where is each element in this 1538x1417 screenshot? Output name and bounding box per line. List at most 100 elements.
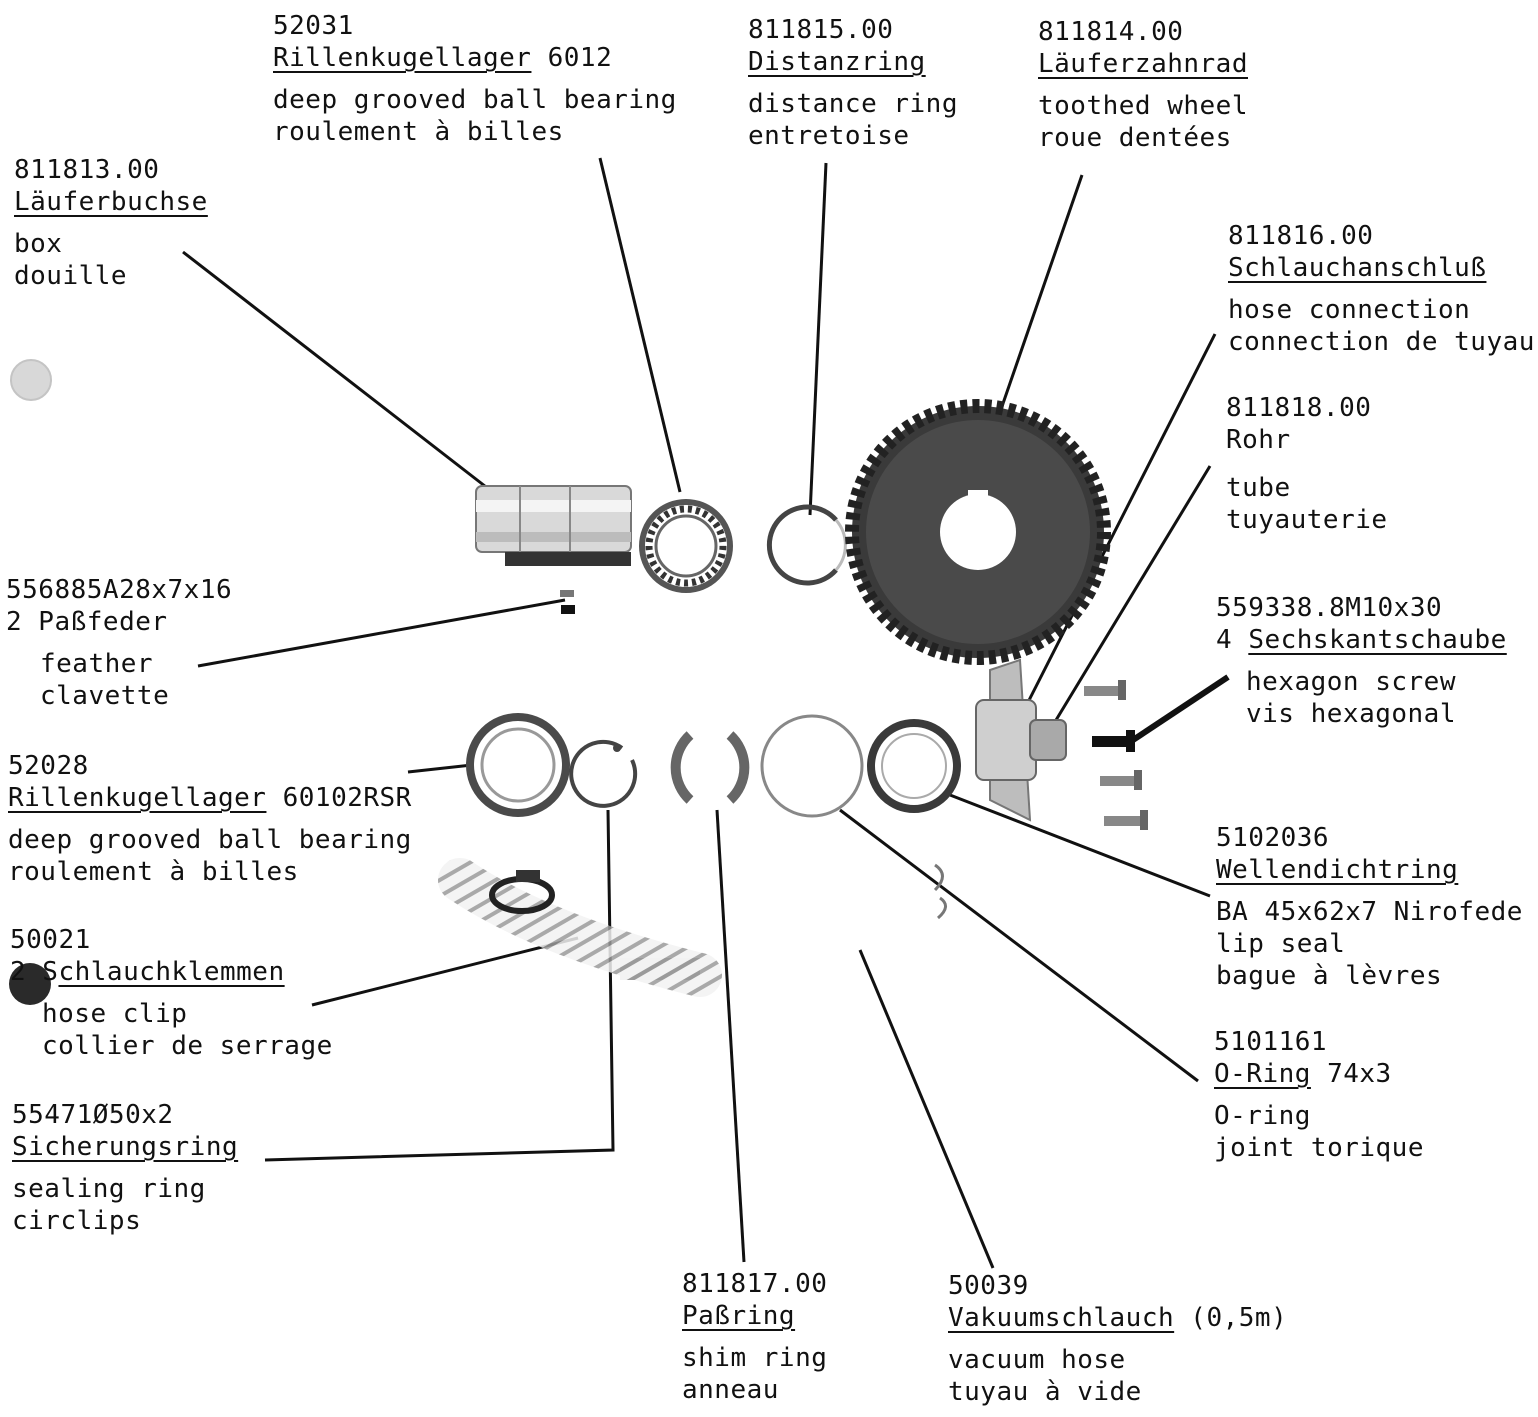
part-name: Läuferzahnrad (1038, 49, 1248, 79)
leader-lines (182, 157, 1230, 1269)
part-name: Paßring (682, 1301, 796, 1331)
part-number: 811813.00 (14, 155, 160, 185)
part-english: O-ring (1214, 1101, 1311, 1131)
circlip-image (569, 739, 638, 808)
feather-key-image (560, 590, 575, 614)
label-feather-key: 556885A28x7x16 2 Paßfeder feather clavet… (6, 574, 232, 712)
part-french: vis hexagonal (1246, 699, 1456, 729)
lip-seal-image (867, 719, 961, 813)
part-number: 811818.00 (1226, 393, 1372, 423)
part-number: 811816.00 (1228, 221, 1374, 251)
leader-vacuum-hose (858, 949, 995, 1269)
part-french: collier de serrage (42, 1031, 333, 1061)
part-english: distance ring (748, 89, 958, 119)
ball-bearing-6012-image (639, 499, 733, 593)
label-vacuum-hose: 50039 Vakuumschlauch (0,5m) vacuum hose … (948, 1270, 1287, 1408)
label-rotor-bush: 811813.00 Läuferbuchse box douille (14, 154, 208, 292)
leader-tube (1048, 465, 1212, 731)
leader-circlip (264, 809, 615, 1162)
leader-distance-ring (808, 162, 828, 516)
part-size: 6012 (531, 43, 613, 73)
part-english: lip seal (1216, 929, 1346, 959)
leader-bearing-60102rsr (407, 763, 473, 774)
part-number: 811814.00 (1038, 17, 1184, 47)
vacuum-hose-image (438, 858, 722, 997)
part-name: chlauchklemmen (58, 957, 285, 987)
part-english: shim ring (682, 1343, 828, 1373)
part-french: douille (14, 261, 128, 291)
leader-shim-ring (715, 809, 746, 1263)
label-hose-connection: 811816.00 Schlauchanschluß hose connecti… (1228, 220, 1535, 358)
small-bracket-image (933, 863, 947, 920)
part-english: hose clip (42, 999, 188, 1029)
part-name: Rillenkugellager (8, 783, 267, 813)
part-english: sealing ring (12, 1174, 206, 1204)
part-name: Wellendichtring (1216, 855, 1459, 885)
toothed-wheel-image (845, 399, 1111, 665)
part-english: vacuum hose (948, 1345, 1126, 1375)
label-hexagon-screw: 559338.8M10x30 4 Sechskantschaube hexago… (1216, 592, 1507, 730)
part-french: roulement à billes (8, 857, 299, 887)
part-spec: BA 45x62x7 Nirofede (1216, 897, 1523, 927)
part-english: hose connection (1228, 295, 1471, 325)
part-french: tuyau à vide (948, 1377, 1142, 1407)
part-name: 2 Paßfeder (6, 607, 168, 637)
part-french: anneau (682, 1375, 779, 1405)
part-name: O-Ring (1214, 1059, 1311, 1089)
part-quantity: 4 (1216, 625, 1249, 655)
label-ball-bearing-60102rsr: 52028 Rillenkugellager 60102RSR deep gro… (8, 750, 412, 888)
label-tube: 811818.00 Rohr tube tuyauterie (1226, 392, 1388, 536)
part-name: Distanzring (748, 47, 926, 77)
ink-dot (9, 963, 51, 1005)
rotor-bush-image (475, 485, 632, 566)
part-french: entretoise (748, 121, 910, 151)
speck-dot (10, 359, 52, 401)
part-english: box (14, 229, 63, 259)
part-number: 5101161 (1214, 1027, 1328, 1057)
leader-hose-clip (311, 936, 579, 1007)
hose-clip-image (489, 870, 555, 914)
leader-rotor-bush (182, 250, 491, 492)
hexagon-screws-image (1084, 680, 1148, 830)
ball-bearing-60102rsr-image (466, 713, 570, 817)
part-name: Rohr (1226, 425, 1291, 455)
part-name: Schlauchanschluß (1228, 253, 1487, 283)
part-name: Rillenkugellager (273, 43, 532, 73)
shim-ring-image (670, 731, 750, 804)
part-english: tube (1226, 473, 1291, 503)
part-english: hexagon screw (1246, 667, 1456, 697)
part-english: toothed wheel (1038, 91, 1248, 121)
leader-o-ring (839, 808, 1199, 1083)
distance-ring-image (766, 504, 847, 586)
part-french: clavette (40, 681, 170, 711)
part-number: 52031 (273, 11, 354, 41)
leader-bearing-6012 (598, 157, 682, 493)
part-name: Sechskantschaube (1248, 625, 1507, 655)
part-number: 811817.00 (682, 1269, 828, 1299)
part-number: 5102036 (1216, 823, 1330, 853)
label-distance-ring: 811815.00 Distanzring distance ring entr… (748, 14, 958, 152)
part-french: bague à lèvres (1216, 961, 1443, 991)
part-number: 559338.8M10x30 (1216, 593, 1443, 623)
label-hose-clip: 50021 2 Schlauchklemmen hose clip collie… (10, 924, 333, 1062)
part-name: Läuferbuchse (14, 187, 208, 217)
part-number: 50021 (10, 925, 91, 955)
label-shim-ring: 811817.00 Paßring shim ring anneau (682, 1268, 827, 1406)
part-number: 556885A28x7x16 (6, 575, 233, 605)
part-length: (0,5m) (1174, 1303, 1288, 1333)
label-ball-bearing-6012: 52031 Rillenkugellager 6012 deep grooved… (273, 10, 677, 148)
part-french: connection de tuyau (1228, 327, 1535, 357)
part-french: tuyauterie (1226, 505, 1388, 535)
part-size: 60102RSR (266, 783, 412, 813)
part-french: joint torique (1214, 1133, 1424, 1163)
part-english: deep grooved ball bearing (8, 825, 412, 855)
part-french: roulement à billes (273, 117, 564, 147)
leader-hexagon-screw (1128, 674, 1230, 745)
o-ring-image (760, 714, 864, 818)
leader-feather-key (197, 598, 566, 668)
hose-connection-image (975, 658, 1067, 822)
part-french: circlips (12, 1206, 142, 1236)
part-english: feather (40, 649, 154, 679)
